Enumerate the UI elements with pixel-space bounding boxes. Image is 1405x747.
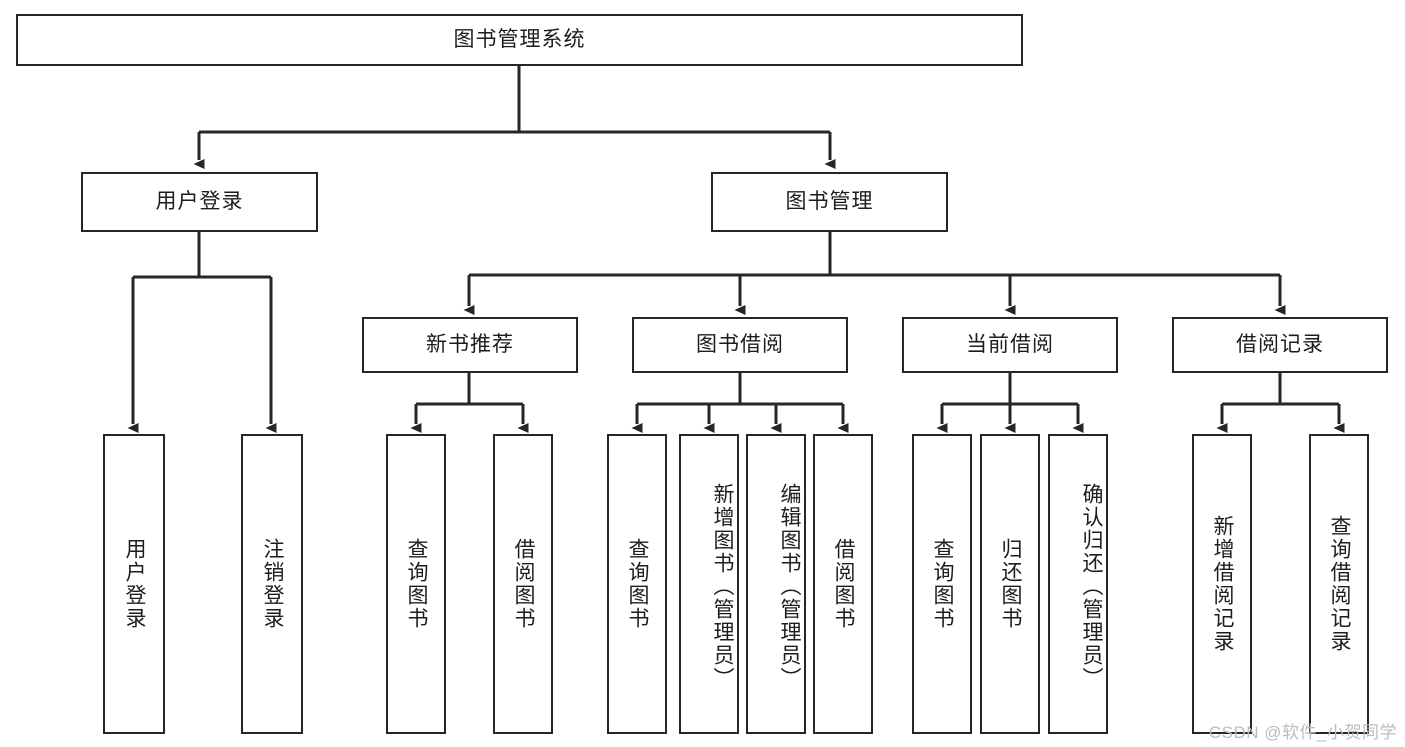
node-leaf-query-record-label: 查询借阅记录 <box>1328 515 1351 653</box>
node-leaf-borrow-book-1[interactable]: 借阅图书 <box>493 434 553 734</box>
node-new-book-rec-label: 新书推荐 <box>426 333 514 357</box>
csdn-watermark: CSDN @软件_小贺同学 <box>1208 723 1397 742</box>
node-leaf-return-book-label: 归还图书 <box>999 538 1022 630</box>
node-user-login-label: 用户登录 <box>155 190 244 214</box>
node-leaf-borrow-book-2-label: 借阅图书 <box>832 538 855 630</box>
node-leaf-query-book-2-label: 查询图书 <box>626 538 649 630</box>
node-leaf-edit-book[interactable]: 编辑图书（管理员） <box>746 434 806 734</box>
node-leaf-query-book-2[interactable]: 查询图书 <box>607 434 667 734</box>
node-book-borrow-label: 图书借阅 <box>696 333 784 357</box>
node-leaf-return-book[interactable]: 归还图书 <box>980 434 1040 734</box>
node-new-book-rec[interactable]: 新书推荐 <box>362 317 578 373</box>
node-book-manage-label: 图书管理 <box>785 190 874 214</box>
node-borrow-record-label: 借阅记录 <box>1236 333 1324 357</box>
node-leaf-user-login-label: 用户登录 <box>123 538 146 630</box>
node-leaf-query-book-1-label: 查询图书 <box>405 538 428 630</box>
node-leaf-logout[interactable]: 注销登录 <box>241 434 303 734</box>
node-leaf-add-record-label: 新增借阅记录 <box>1211 515 1234 653</box>
node-root-label: 图书管理系统 <box>453 28 586 52</box>
node-leaf-logout-label: 注销登录 <box>261 538 284 630</box>
node-leaf-edit-book-label: 编辑图书（管理员） <box>778 482 801 690</box>
node-leaf-borrow-book-2[interactable]: 借阅图书 <box>813 434 873 734</box>
node-leaf-query-record[interactable]: 查询借阅记录 <box>1309 434 1369 734</box>
node-leaf-query-book-3-label: 查询图书 <box>931 538 954 630</box>
node-leaf-add-book-label: 新增图书（管理员） <box>711 482 734 690</box>
node-borrow-record[interactable]: 借阅记录 <box>1172 317 1388 373</box>
node-leaf-add-book[interactable]: 新增图书（管理员） <box>679 434 739 734</box>
node-leaf-borrow-book-1-label: 借阅图书 <box>512 538 535 630</box>
node-leaf-query-book-1[interactable]: 查询图书 <box>386 434 446 734</box>
node-root[interactable]: 图书管理系统 <box>16 14 1023 66</box>
node-current-borrow[interactable]: 当前借阅 <box>902 317 1118 373</box>
node-leaf-add-record[interactable]: 新增借阅记录 <box>1192 434 1252 734</box>
node-user-login[interactable]: 用户登录 <box>81 172 318 232</box>
node-leaf-confirm-return-label: 确认归还（管理员） <box>1080 482 1103 690</box>
node-book-borrow[interactable]: 图书借阅 <box>632 317 848 373</box>
node-leaf-user-login[interactable]: 用户登录 <box>103 434 165 734</box>
node-current-borrow-label: 当前借阅 <box>966 333 1054 357</box>
node-leaf-confirm-return[interactable]: 确认归还（管理员） <box>1048 434 1108 734</box>
node-book-manage[interactable]: 图书管理 <box>711 172 948 232</box>
node-leaf-query-book-3[interactable]: 查询图书 <box>912 434 972 734</box>
